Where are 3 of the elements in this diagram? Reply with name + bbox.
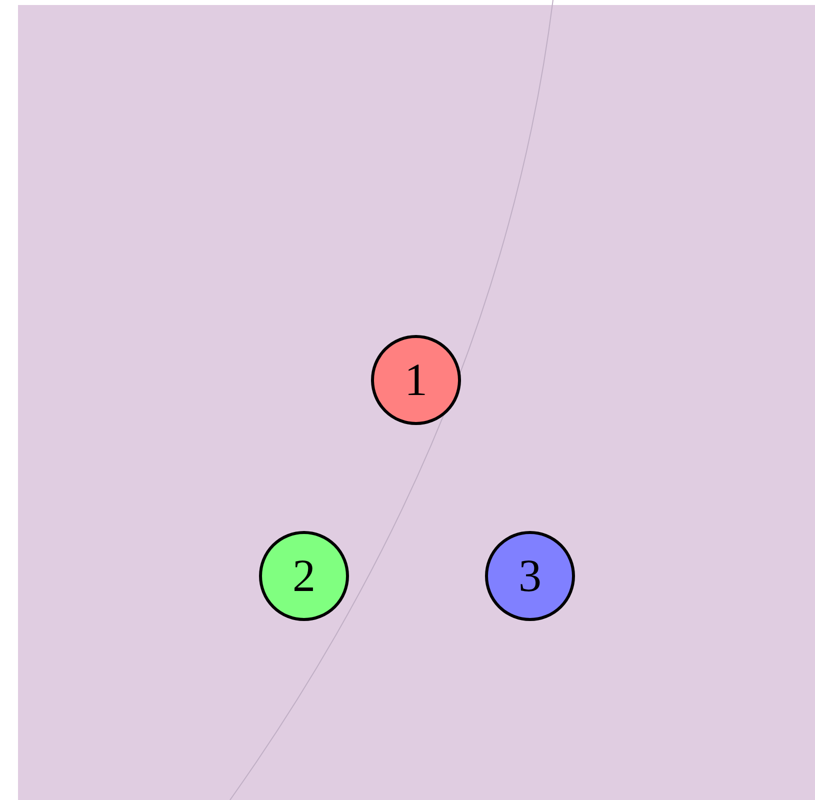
node-number: 3 bbox=[518, 553, 542, 599]
node-number: 1 bbox=[404, 357, 428, 403]
node-number: 2 bbox=[292, 553, 316, 599]
